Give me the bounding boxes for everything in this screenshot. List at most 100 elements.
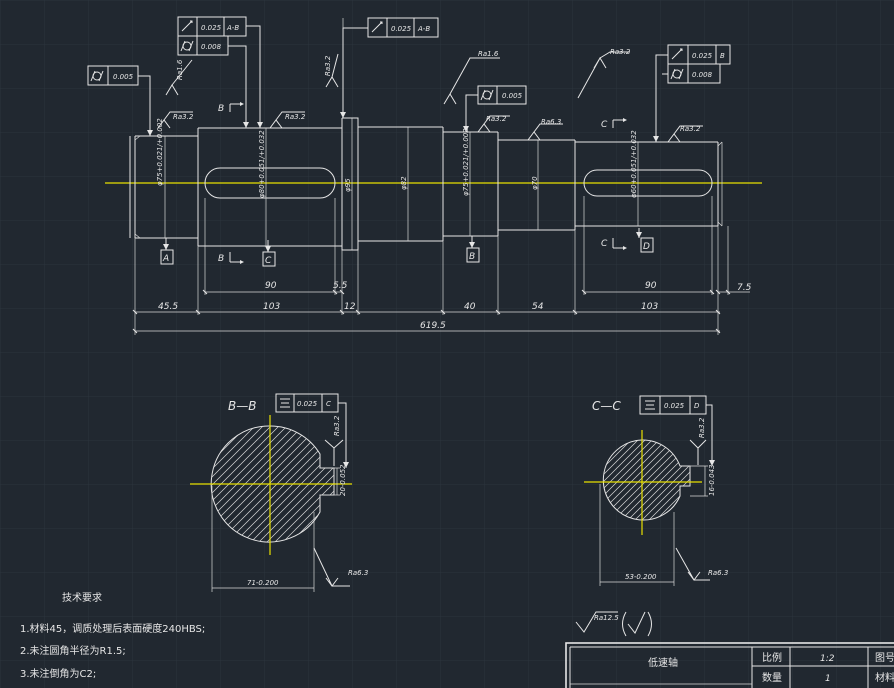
keyway-1: [204, 167, 336, 199]
section-mark-c-top: C: [601, 120, 608, 130]
dia-1: φ75+0.021/+0.002: [156, 118, 164, 186]
section-mark-c-bottom: C: [601, 239, 608, 249]
dia-7: φ60+0.051/+0.032: [630, 130, 638, 198]
section-c-tol-datum: D: [694, 402, 700, 410]
hatch-line: [211, 425, 302, 542]
roughness-rest: Ra12.5: [594, 614, 619, 622]
section-c-roughness-key: Ra3.2: [698, 417, 706, 438]
general-roughness: Ra12.5: [575, 611, 652, 637]
dim-12: 12: [344, 302, 356, 312]
part-name: 低速轴: [648, 656, 678, 669]
section-c-dim-key: 16-0.043: [708, 465, 716, 496]
gdt-right-value: 0.025: [692, 52, 713, 60]
note-3: 3.未注倒角为C2;: [20, 667, 96, 680]
hatch-line: [279, 425, 334, 542]
dia-3: φ95: [344, 178, 352, 192]
section-b-title: B—B: [228, 399, 256, 413]
roughness-r7: Ra6.3: [541, 118, 561, 126]
hatch-line: [211, 425, 262, 542]
dim-5-5: 5.5: [333, 281, 348, 291]
dia-6: φ70: [531, 176, 539, 190]
gdt-left-value: 0.005: [113, 73, 134, 81]
gdt-frame-mid: 0.005: [463, 85, 527, 132]
hatch-line: [211, 425, 278, 542]
roughness-r4: Ra3.2: [324, 55, 332, 76]
dim-90a: 90: [265, 281, 277, 291]
drawing-no-label: 图号: [875, 652, 894, 664]
datum-markers: A C B D: [160, 228, 654, 267]
section-b-dim-key: 20-0.052: [339, 464, 347, 496]
hatch-line: [255, 425, 334, 542]
hatch-line: [211, 425, 286, 542]
datum-a: A: [162, 254, 169, 264]
datum-d: D: [643, 242, 650, 252]
roughness-symbols: Ra1.6 Ra3.2 Ra3.2 Ra3.2 Ra1.6 Ra3.2 Ra6.…: [157, 48, 703, 143]
section-b-roughness-body: Ra6.3: [348, 569, 368, 577]
gdt-top-b-value: 0.025: [391, 25, 412, 33]
dimension-lines: [132, 196, 750, 335]
gdt-right-cyl: 0.008: [692, 71, 713, 79]
dim-7-5: 7.5: [737, 283, 752, 293]
roughness-r6: Ra3.2: [486, 115, 507, 123]
datum-c: C: [265, 256, 272, 266]
diameter-labels: φ75+0.021/+0.002 φ80+0.051/+0.032 φ95 φ8…: [156, 118, 638, 198]
datum-b: B: [469, 252, 475, 262]
roughness-r3: Ra3.2: [285, 113, 306, 121]
gdt-frame-left: 0.005: [87, 65, 153, 136]
hatch-line: [603, 439, 634, 520]
section-c-outline: [602, 439, 691, 521]
section-mark-b-bottom: B: [218, 254, 224, 264]
roughness-r5: Ra1.6: [478, 50, 499, 58]
section-b-roughness-key: Ra3.2: [333, 415, 341, 436]
gdt-top-a-cyl: 0.008: [201, 43, 222, 51]
section-c-dim-bottom: 53-0.200: [625, 573, 657, 581]
gdt-top-b-datum: A-B: [417, 25, 430, 33]
hatch-line: [603, 439, 641, 520]
hatch-line: [211, 425, 294, 542]
section-b-dim-bottom: 71-0.200: [247, 579, 279, 587]
dia-5: φ75+0.021/+0.002: [462, 128, 470, 196]
hatch-line: [271, 425, 334, 542]
scale-value: 1:2: [820, 654, 835, 664]
dia-2: φ80+0.051/+0.032: [258, 130, 266, 198]
qty-value: 1: [825, 674, 831, 684]
gdt-mid-value: 0.005: [502, 92, 523, 100]
keyway-2: [583, 169, 713, 197]
title-block: 低速轴 比例 1:2 图号 数量 1 材料: [565, 642, 894, 688]
hatch-line: [239, 425, 334, 542]
dim-103b: 103: [641, 302, 658, 312]
section-b-outline: [210, 425, 335, 543]
roughness-r8: Ra3.2: [610, 48, 631, 56]
roughness-r9: Ra3.2: [680, 125, 701, 133]
section-c-roughness-body: Ra6.3: [708, 569, 728, 577]
hatch-line: [231, 425, 334, 542]
section-cut-markers: B B C C: [218, 102, 627, 264]
gdt-top-a-datum: A-B: [226, 24, 239, 32]
section-b-tol-datum: C: [326, 400, 331, 408]
hatch-line: [263, 425, 334, 542]
hatch-line: [211, 425, 254, 542]
dim-103a: 103: [263, 302, 280, 312]
notes-title: 技术要求: [62, 591, 102, 604]
dim-54: 54: [532, 302, 544, 312]
section-c-tol-value: 0.025: [664, 402, 685, 410]
note-2: 2.未注圆角半径为R1.5;: [20, 644, 126, 657]
scale-label: 比例: [762, 651, 782, 664]
hatch-line: [247, 425, 334, 542]
material-label: 材料: [875, 671, 894, 684]
hatch-line: [650, 439, 690, 520]
section-c-title: C—C: [592, 399, 621, 413]
roughness-r1: Ra1.6: [176, 59, 184, 80]
gdt-frame-right: 0.025 B 0.008: [653, 44, 731, 142]
section-b-tol-value: 0.025: [297, 400, 318, 408]
gdt-right-datum: B: [720, 52, 725, 60]
dim-45-5: 45.5: [158, 302, 178, 312]
dim-40: 40: [464, 302, 476, 312]
dia-4: φ82: [400, 176, 408, 190]
gdt-frame-top-b: 0.025 A-B: [340, 17, 439, 118]
hatch-line: [287, 425, 334, 542]
roughness-r2: Ra3.2: [173, 113, 194, 121]
dim-90b: 90: [645, 281, 657, 291]
gdt-top-a-value: 0.025: [201, 24, 222, 32]
